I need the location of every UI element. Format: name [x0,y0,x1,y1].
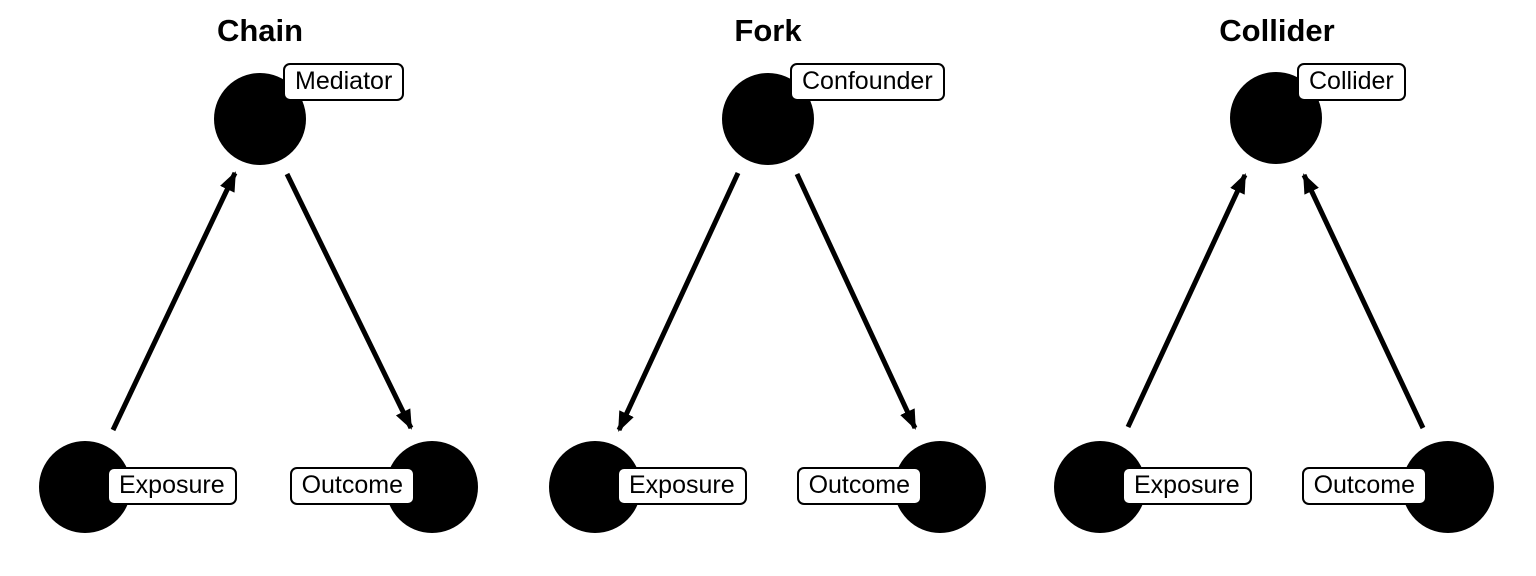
edges-layer-collider [1125,173,1426,430]
arrow-mediator-to-outcome-icon [284,172,414,430]
arrow-exposure-to-mediator-icon [110,171,238,432]
label-outcome: Outcome [1301,467,1427,505]
edges-layer-fork [616,171,918,432]
arrow-confounder-to-outcome-icon [794,172,918,430]
arrow-outcome-to-collider-icon [1301,173,1426,430]
arrow-confounder-to-exposure-icon [616,171,741,432]
label-collider: Collider [1297,63,1406,101]
label-exposure: Exposure [107,467,237,505]
panel-collider: Collider Collider Exposure Outcome [1024,0,1536,576]
label-exposure: Exposure [617,467,747,505]
panel-title-collider: Collider [1219,13,1335,48]
label-outcome: Outcome [289,467,415,505]
panel-title-fork: Fork [734,13,802,48]
label-mediator: Mediator [283,63,405,101]
label-outcome: Outcome [796,467,922,505]
arrow-exposure-to-collider-icon [1125,173,1248,429]
label-confounder: Confounder [790,63,945,101]
label-exposure: Exposure [1122,467,1252,505]
edges-layer-chain [110,171,414,432]
panel-title-chain: Chain [216,13,304,48]
panel-chain: Chain Mediator Exposure Outcome [0,0,512,576]
panel-fork: Fork Confounder Exposure Outcome [512,0,1024,576]
